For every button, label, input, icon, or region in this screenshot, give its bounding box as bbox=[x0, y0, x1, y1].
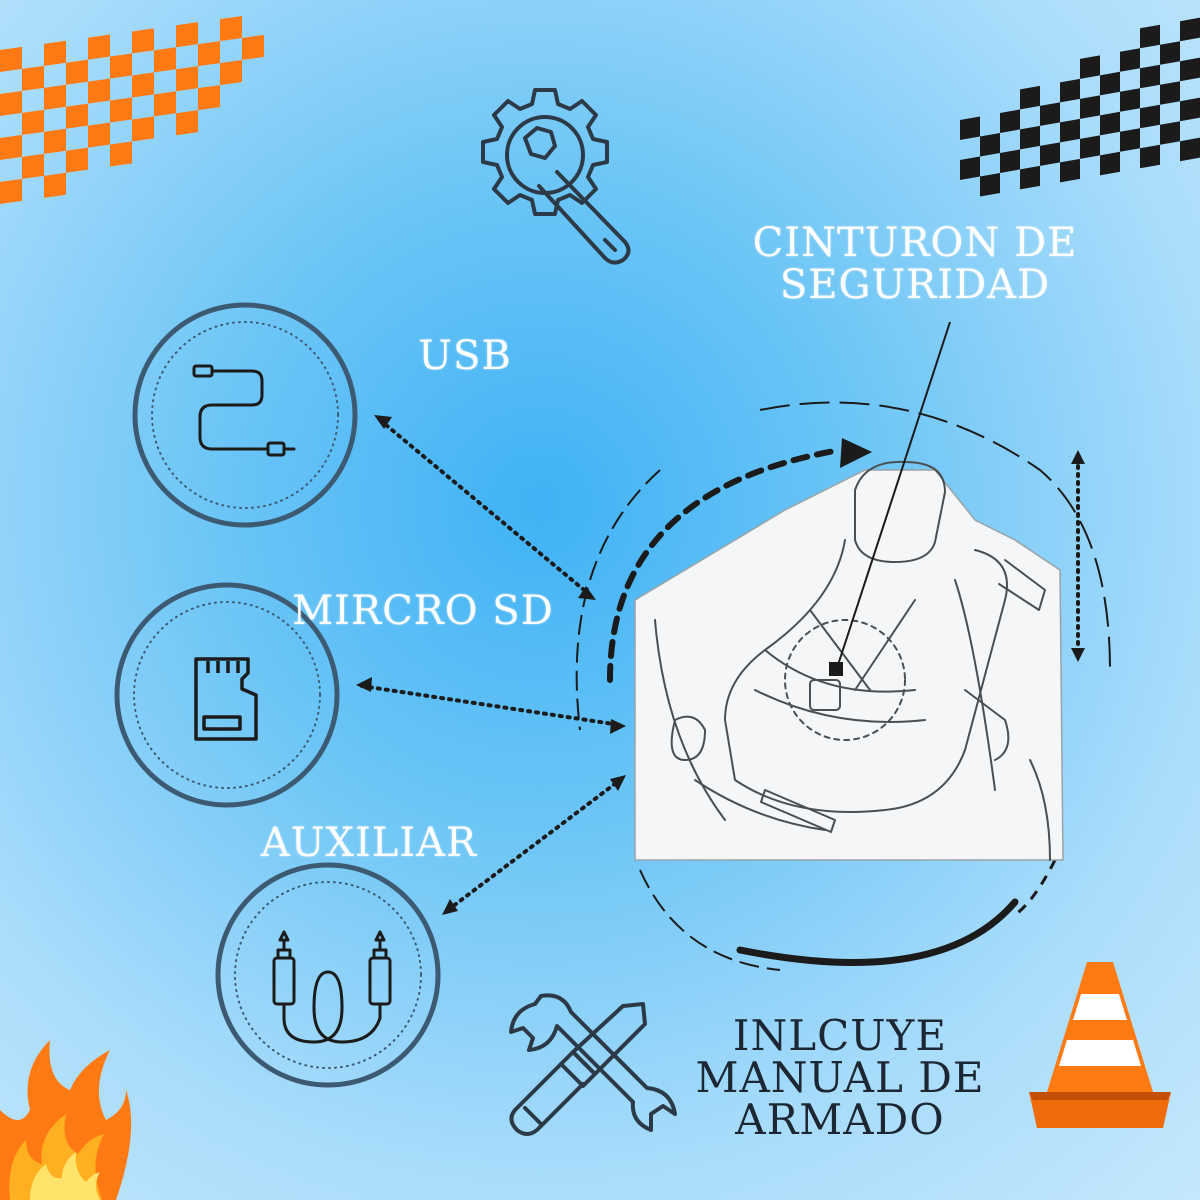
manual-label-line3: ARMADO bbox=[735, 1095, 945, 1144]
fire-icon bbox=[0, 1040, 132, 1200]
aux-cable-icon bbox=[272, 930, 392, 1044]
wrench-screwdriver-icon bbox=[509, 993, 677, 1136]
aux-circle bbox=[215, 862, 441, 1088]
traffic-cone-icon bbox=[1029, 962, 1171, 1128]
usb-label: USB bbox=[418, 333, 512, 379]
car-seat-image bbox=[634, 460, 1064, 861]
manual-label: INLCUYE MANUAL DE ARMADO bbox=[690, 1015, 990, 1141]
auxiliar-label: AUXILIAR bbox=[260, 820, 478, 866]
manual-label-line2: MANUAL DE bbox=[695, 1053, 985, 1102]
gear-wrench-icon bbox=[481, 88, 631, 265]
seatbelt-label-line2: SEGURIDAD bbox=[779, 262, 1051, 308]
orange-checkered-flag-icon bbox=[0, 15, 264, 204]
microsd-arrow bbox=[360, 684, 622, 727]
manual-label-line1: INLCUYE bbox=[732, 1011, 948, 1060]
aux-arrow bbox=[446, 778, 622, 912]
microsd-circle bbox=[114, 582, 340, 808]
usb-arrow bbox=[378, 418, 592, 597]
usb-circle bbox=[132, 302, 358, 528]
microsd-card-icon bbox=[194, 657, 258, 741]
black-checkered-flag-icon bbox=[960, 17, 1200, 197]
usb-cable-icon bbox=[192, 364, 296, 457]
seatbelt-label: CINTURON DE SEGURIDAD bbox=[740, 222, 1090, 306]
microsd-label: MIRCRO SD bbox=[292, 588, 554, 634]
seatbelt-label-line1: CINTURON DE bbox=[752, 220, 1078, 266]
